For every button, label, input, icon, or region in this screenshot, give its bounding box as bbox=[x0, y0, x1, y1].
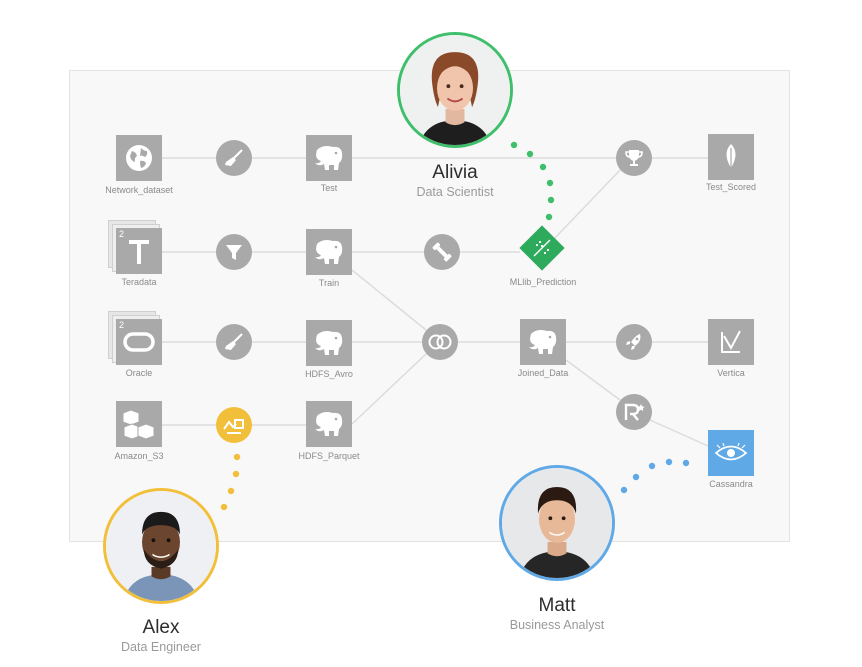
hadoop-elephant-icon bbox=[529, 330, 557, 354]
model-label: MLlib_Prediction bbox=[509, 277, 577, 287]
teradata-t-icon bbox=[129, 240, 149, 264]
dataset-label: Network_dataset bbox=[105, 185, 173, 195]
dataset-train[interactable] bbox=[306, 229, 352, 275]
model-mllib[interactable] bbox=[519, 225, 565, 271]
person-photo bbox=[400, 35, 510, 145]
r-icon bbox=[624, 403, 645, 421]
hadoop-elephant-icon bbox=[315, 331, 343, 355]
recipe-clean[interactable] bbox=[216, 324, 252, 360]
sync-icon bbox=[223, 419, 244, 434]
person-photo bbox=[106, 491, 216, 601]
dataset-label: Oracle bbox=[125, 368, 153, 378]
alex-dotted-link bbox=[220, 453, 241, 511]
vertica-icon bbox=[721, 330, 741, 353]
dataset-teradata[interactable]: 2 bbox=[108, 220, 162, 274]
dataset-hdfs-avro[interactable] bbox=[306, 320, 352, 366]
person-name: Matt bbox=[538, 595, 576, 616]
hadoop-elephant-icon bbox=[315, 240, 343, 264]
dataset-amazon-s3[interactable] bbox=[116, 401, 162, 447]
broom-icon bbox=[225, 149, 243, 166]
recipe-r[interactable] bbox=[616, 394, 652, 430]
recipe-filter[interactable] bbox=[216, 234, 252, 270]
oracle-icon bbox=[123, 332, 155, 352]
recipe-join[interactable] bbox=[422, 324, 458, 360]
funnel-icon bbox=[226, 245, 242, 260]
person-role: Data Scientist bbox=[416, 185, 494, 199]
leaf-icon bbox=[726, 144, 736, 170]
join-circles-icon bbox=[428, 334, 452, 350]
dataset-oracle[interactable]: 2 bbox=[108, 311, 162, 365]
dataset-label: Test bbox=[320, 183, 338, 193]
cubes-icon bbox=[122, 409, 155, 440]
dataset-test-scored[interactable] bbox=[708, 134, 754, 180]
dataset-label: Train bbox=[318, 278, 340, 288]
rocket-icon bbox=[626, 334, 641, 350]
dataset-label: Joined_Data bbox=[517, 368, 569, 378]
dataset-cassandra[interactable] bbox=[708, 430, 754, 476]
recipe-score[interactable] bbox=[616, 140, 652, 176]
broom-icon bbox=[225, 333, 243, 350]
dataset-label: Teradata bbox=[121, 277, 157, 287]
avatar-matt bbox=[499, 465, 615, 581]
person-name: Alex bbox=[142, 617, 180, 638]
recipe-clean[interactable] bbox=[216, 140, 252, 176]
dumbbell-icon bbox=[432, 242, 452, 262]
person-role: Business Analyst bbox=[509, 618, 605, 632]
person-photo bbox=[502, 468, 612, 578]
globe-icon bbox=[126, 145, 152, 171]
partition-count: 2 bbox=[119, 320, 125, 330]
hadoop-elephant-icon bbox=[315, 146, 343, 170]
hadoop-elephant-icon bbox=[315, 412, 343, 436]
matt-dotted-link bbox=[620, 458, 690, 494]
dataset-label: Test_Scored bbox=[705, 182, 757, 192]
recipe-sync[interactable] bbox=[216, 407, 252, 443]
person-name: Alivia bbox=[432, 162, 478, 183]
avatar-alivia bbox=[397, 32, 513, 148]
dataset-test[interactable] bbox=[306, 135, 352, 181]
recipe-scoring[interactable] bbox=[616, 324, 652, 360]
dataset-label: Cassandra bbox=[709, 479, 753, 489]
alivia-dotted-link bbox=[510, 141, 555, 221]
partition-count: 2 bbox=[119, 229, 125, 239]
dataset-joined-data[interactable] bbox=[520, 319, 566, 365]
dataset-label: Amazon_S3 bbox=[114, 451, 164, 461]
dataset-label: HDFS_Avro bbox=[305, 369, 353, 379]
dataset-label: HDFS_Parquet bbox=[298, 451, 360, 461]
dataset-vertica[interactable] bbox=[708, 319, 754, 365]
recipe-train[interactable] bbox=[424, 234, 460, 270]
trophy-icon bbox=[625, 150, 643, 166]
avatar-alex bbox=[103, 488, 219, 604]
dataset-network[interactable] bbox=[116, 135, 162, 181]
dataset-label: Vertica bbox=[717, 368, 745, 378]
person-role: Data Engineer bbox=[121, 640, 201, 654]
dataset-hdfs-parquet[interactable] bbox=[306, 401, 352, 447]
eye-icon bbox=[714, 443, 748, 461]
